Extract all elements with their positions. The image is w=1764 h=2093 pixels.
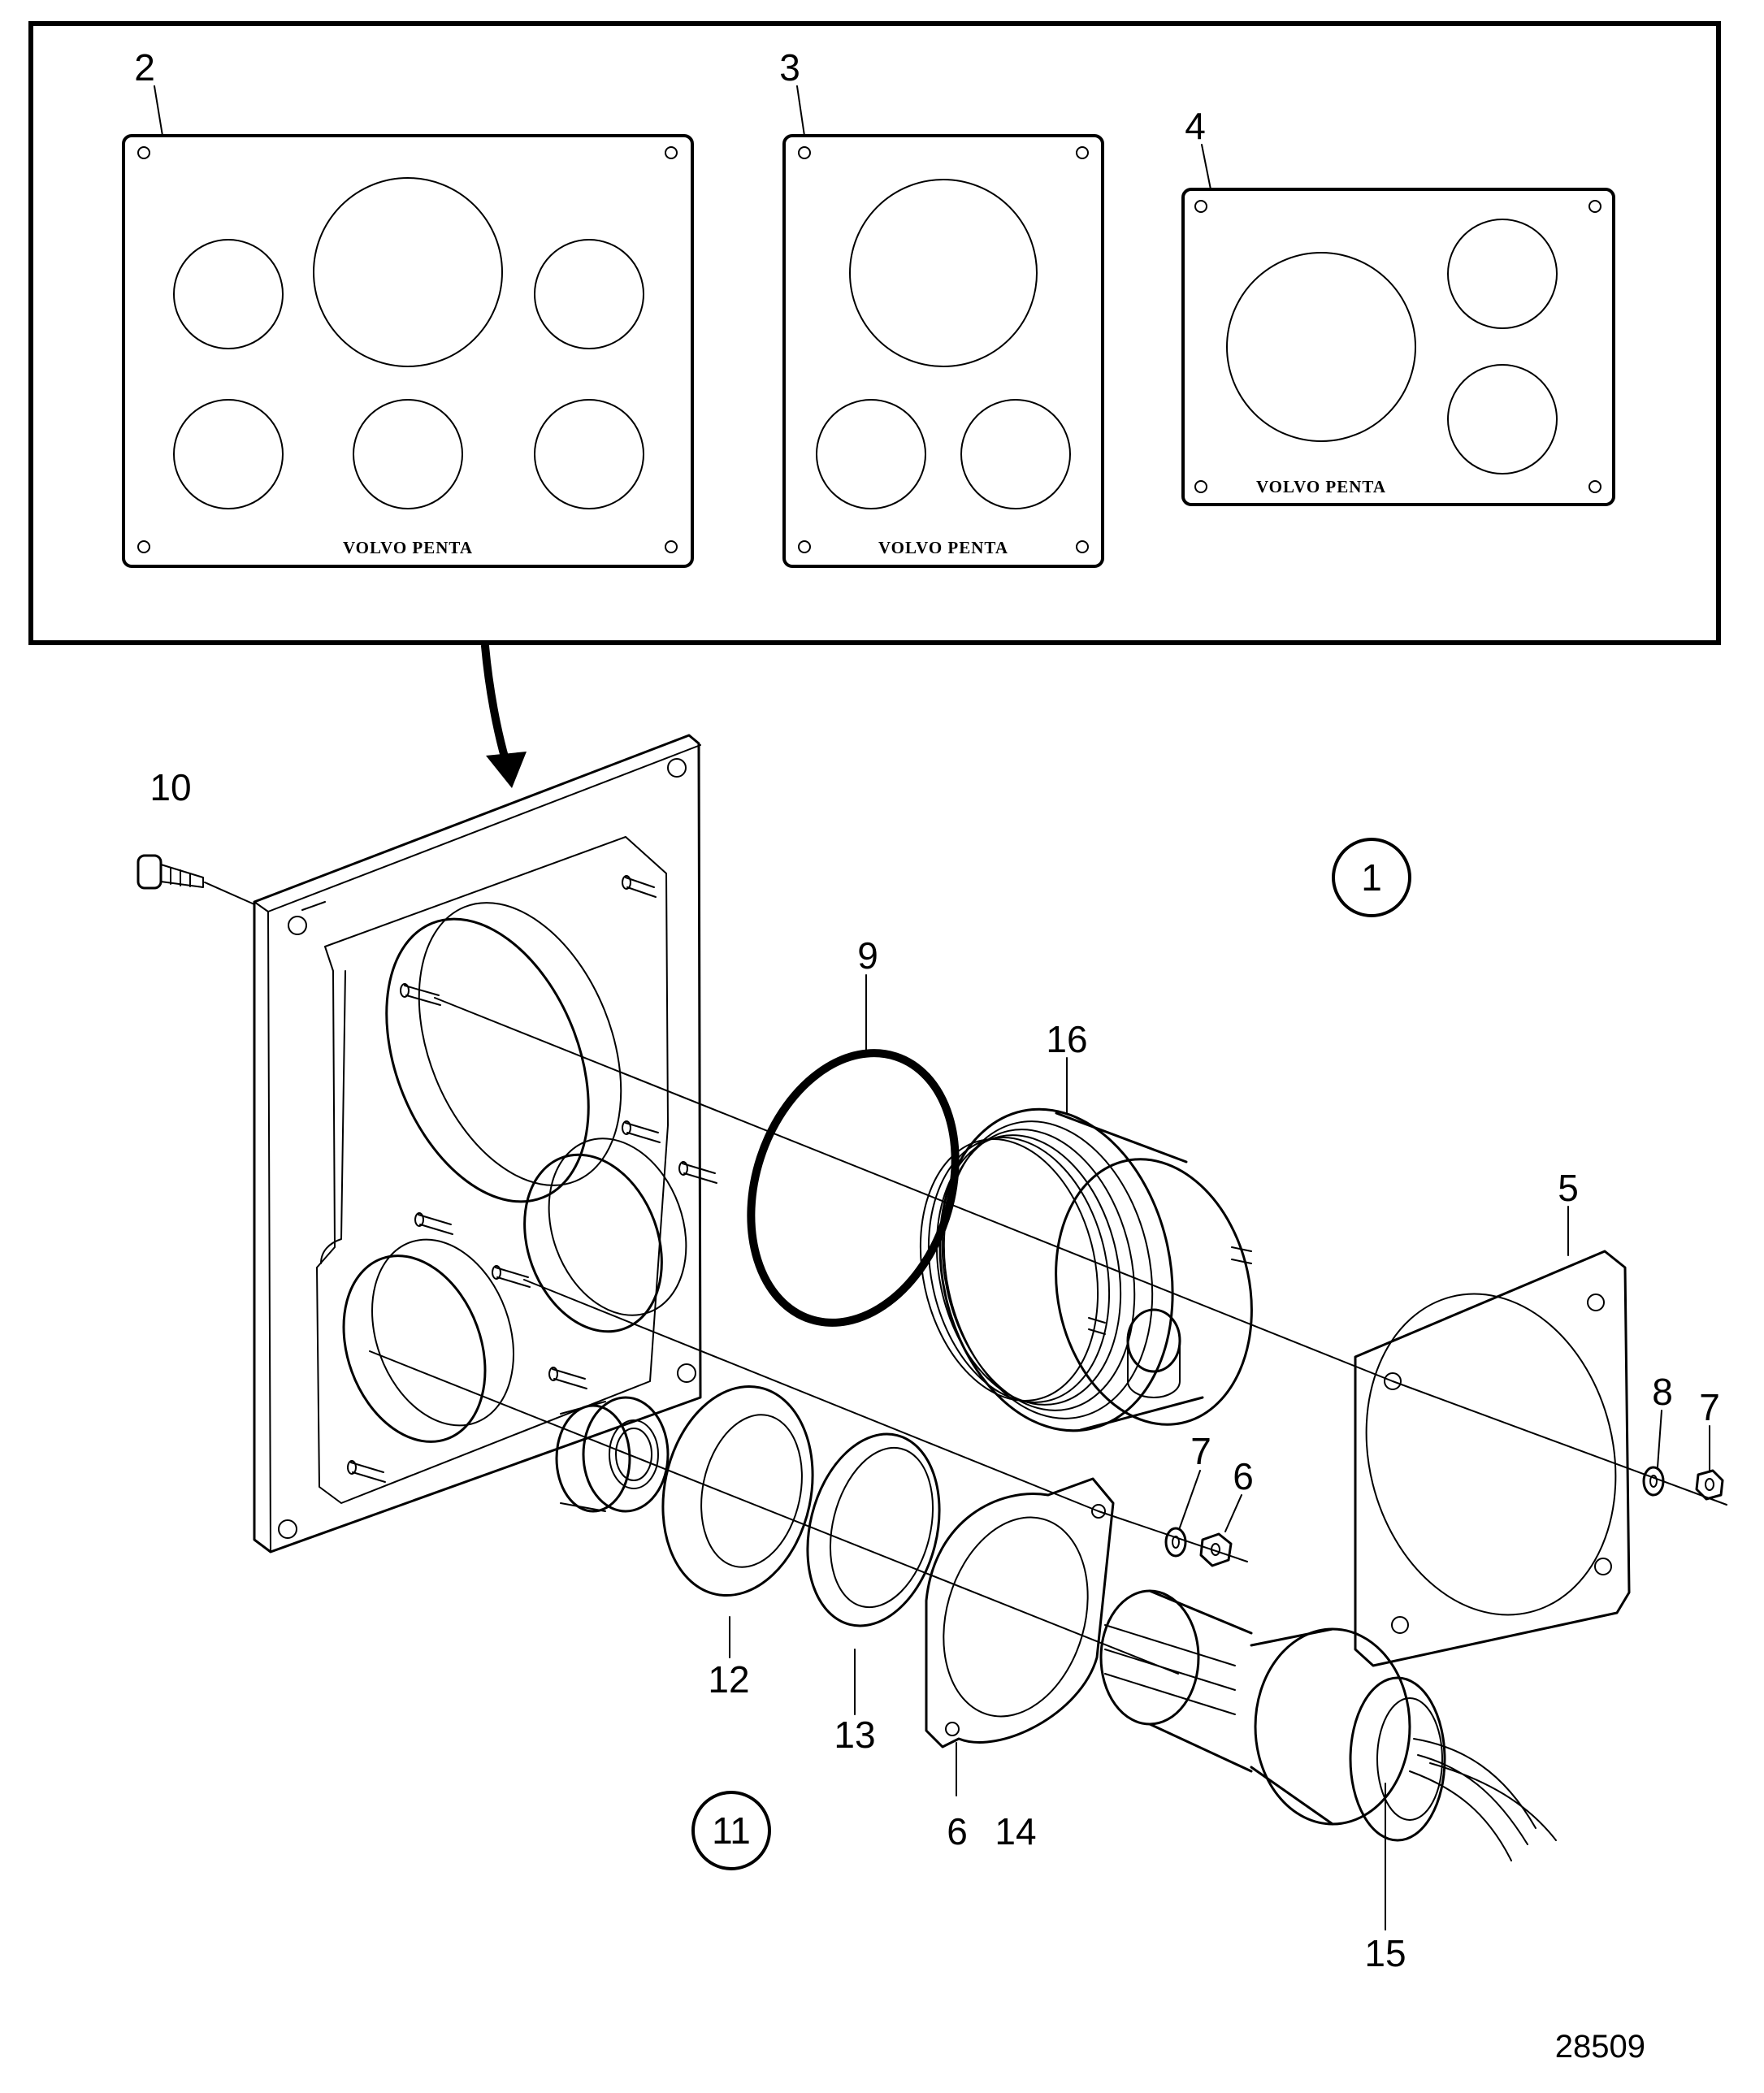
callout-10: 10 <box>150 766 191 808</box>
callout-9: 9 <box>857 934 878 977</box>
instrument-panel-plate <box>253 734 717 1554</box>
leader-variant-4 <box>1201 144 1211 190</box>
nut-6-left <box>1199 1532 1233 1567</box>
leader-lines <box>729 974 1710 1930</box>
leader-variant-2 <box>154 85 163 136</box>
callout-15: 15 <box>1364 1932 1406 1974</box>
callout-11: 11 <box>712 1809 751 1852</box>
panel-screw <box>137 854 255 905</box>
callout-12: 12 <box>708 1658 749 1701</box>
callout-6-nut: 6 <box>1233 1455 1254 1497</box>
small-gauge-with-harness <box>1099 1589 1557 1861</box>
callout-1: 1 <box>1361 856 1382 899</box>
callout-8: 8 <box>1652 1371 1673 1413</box>
callout-7-right: 7 <box>1699 1386 1720 1428</box>
nut-7-right <box>1695 1469 1724 1501</box>
callout-14: 14 <box>995 1810 1036 1852</box>
lock-washer-7-left <box>1164 1527 1187 1558</box>
callout-circle-1: 1 <box>1332 838 1411 917</box>
callout-circle-11: 11 <box>691 1791 771 1870</box>
small-gauge-gasket <box>925 1477 1115 1748</box>
inset-arrow <box>481 642 527 788</box>
callout-variant-2: 2 <box>134 46 155 89</box>
callout-13: 13 <box>834 1714 875 1756</box>
brand-text-variant-3: VOLVO PENTA <box>878 538 1008 557</box>
gauge-body <box>919 1107 1253 1432</box>
assembly-axis-lines <box>301 901 1727 1675</box>
reference-number: 28509 <box>1555 2029 1645 2065</box>
leader-variant-3 <box>796 85 805 136</box>
panel-variant-2: VOLVO PENTA <box>122 134 694 568</box>
brand-text-variant-2: VOLVO PENTA <box>343 538 473 557</box>
retaining-ring <box>661 1384 814 1597</box>
callout-variant-3: 3 <box>779 46 800 89</box>
brand-text-variant-4: VOLVO PENTA <box>1256 477 1386 496</box>
callout-7-left: 7 <box>1190 1430 1211 1472</box>
callout-5: 5 <box>1558 1167 1579 1209</box>
panel-variant-4: VOLVO PENTA <box>1181 188 1615 506</box>
lock-washer-8 <box>1642 1466 1665 1497</box>
spacer-ring <box>806 1432 941 1627</box>
panel-variant-3: VOLVO PENTA <box>782 134 1104 568</box>
gauge-bezel-gasket <box>1354 1250 1631 1667</box>
callout-16: 16 <box>1046 1018 1087 1060</box>
callout-6-gasket: 6 <box>947 1810 968 1852</box>
callout-variant-4: 4 <box>1185 105 1206 147</box>
knurled-nut <box>555 1396 670 1513</box>
